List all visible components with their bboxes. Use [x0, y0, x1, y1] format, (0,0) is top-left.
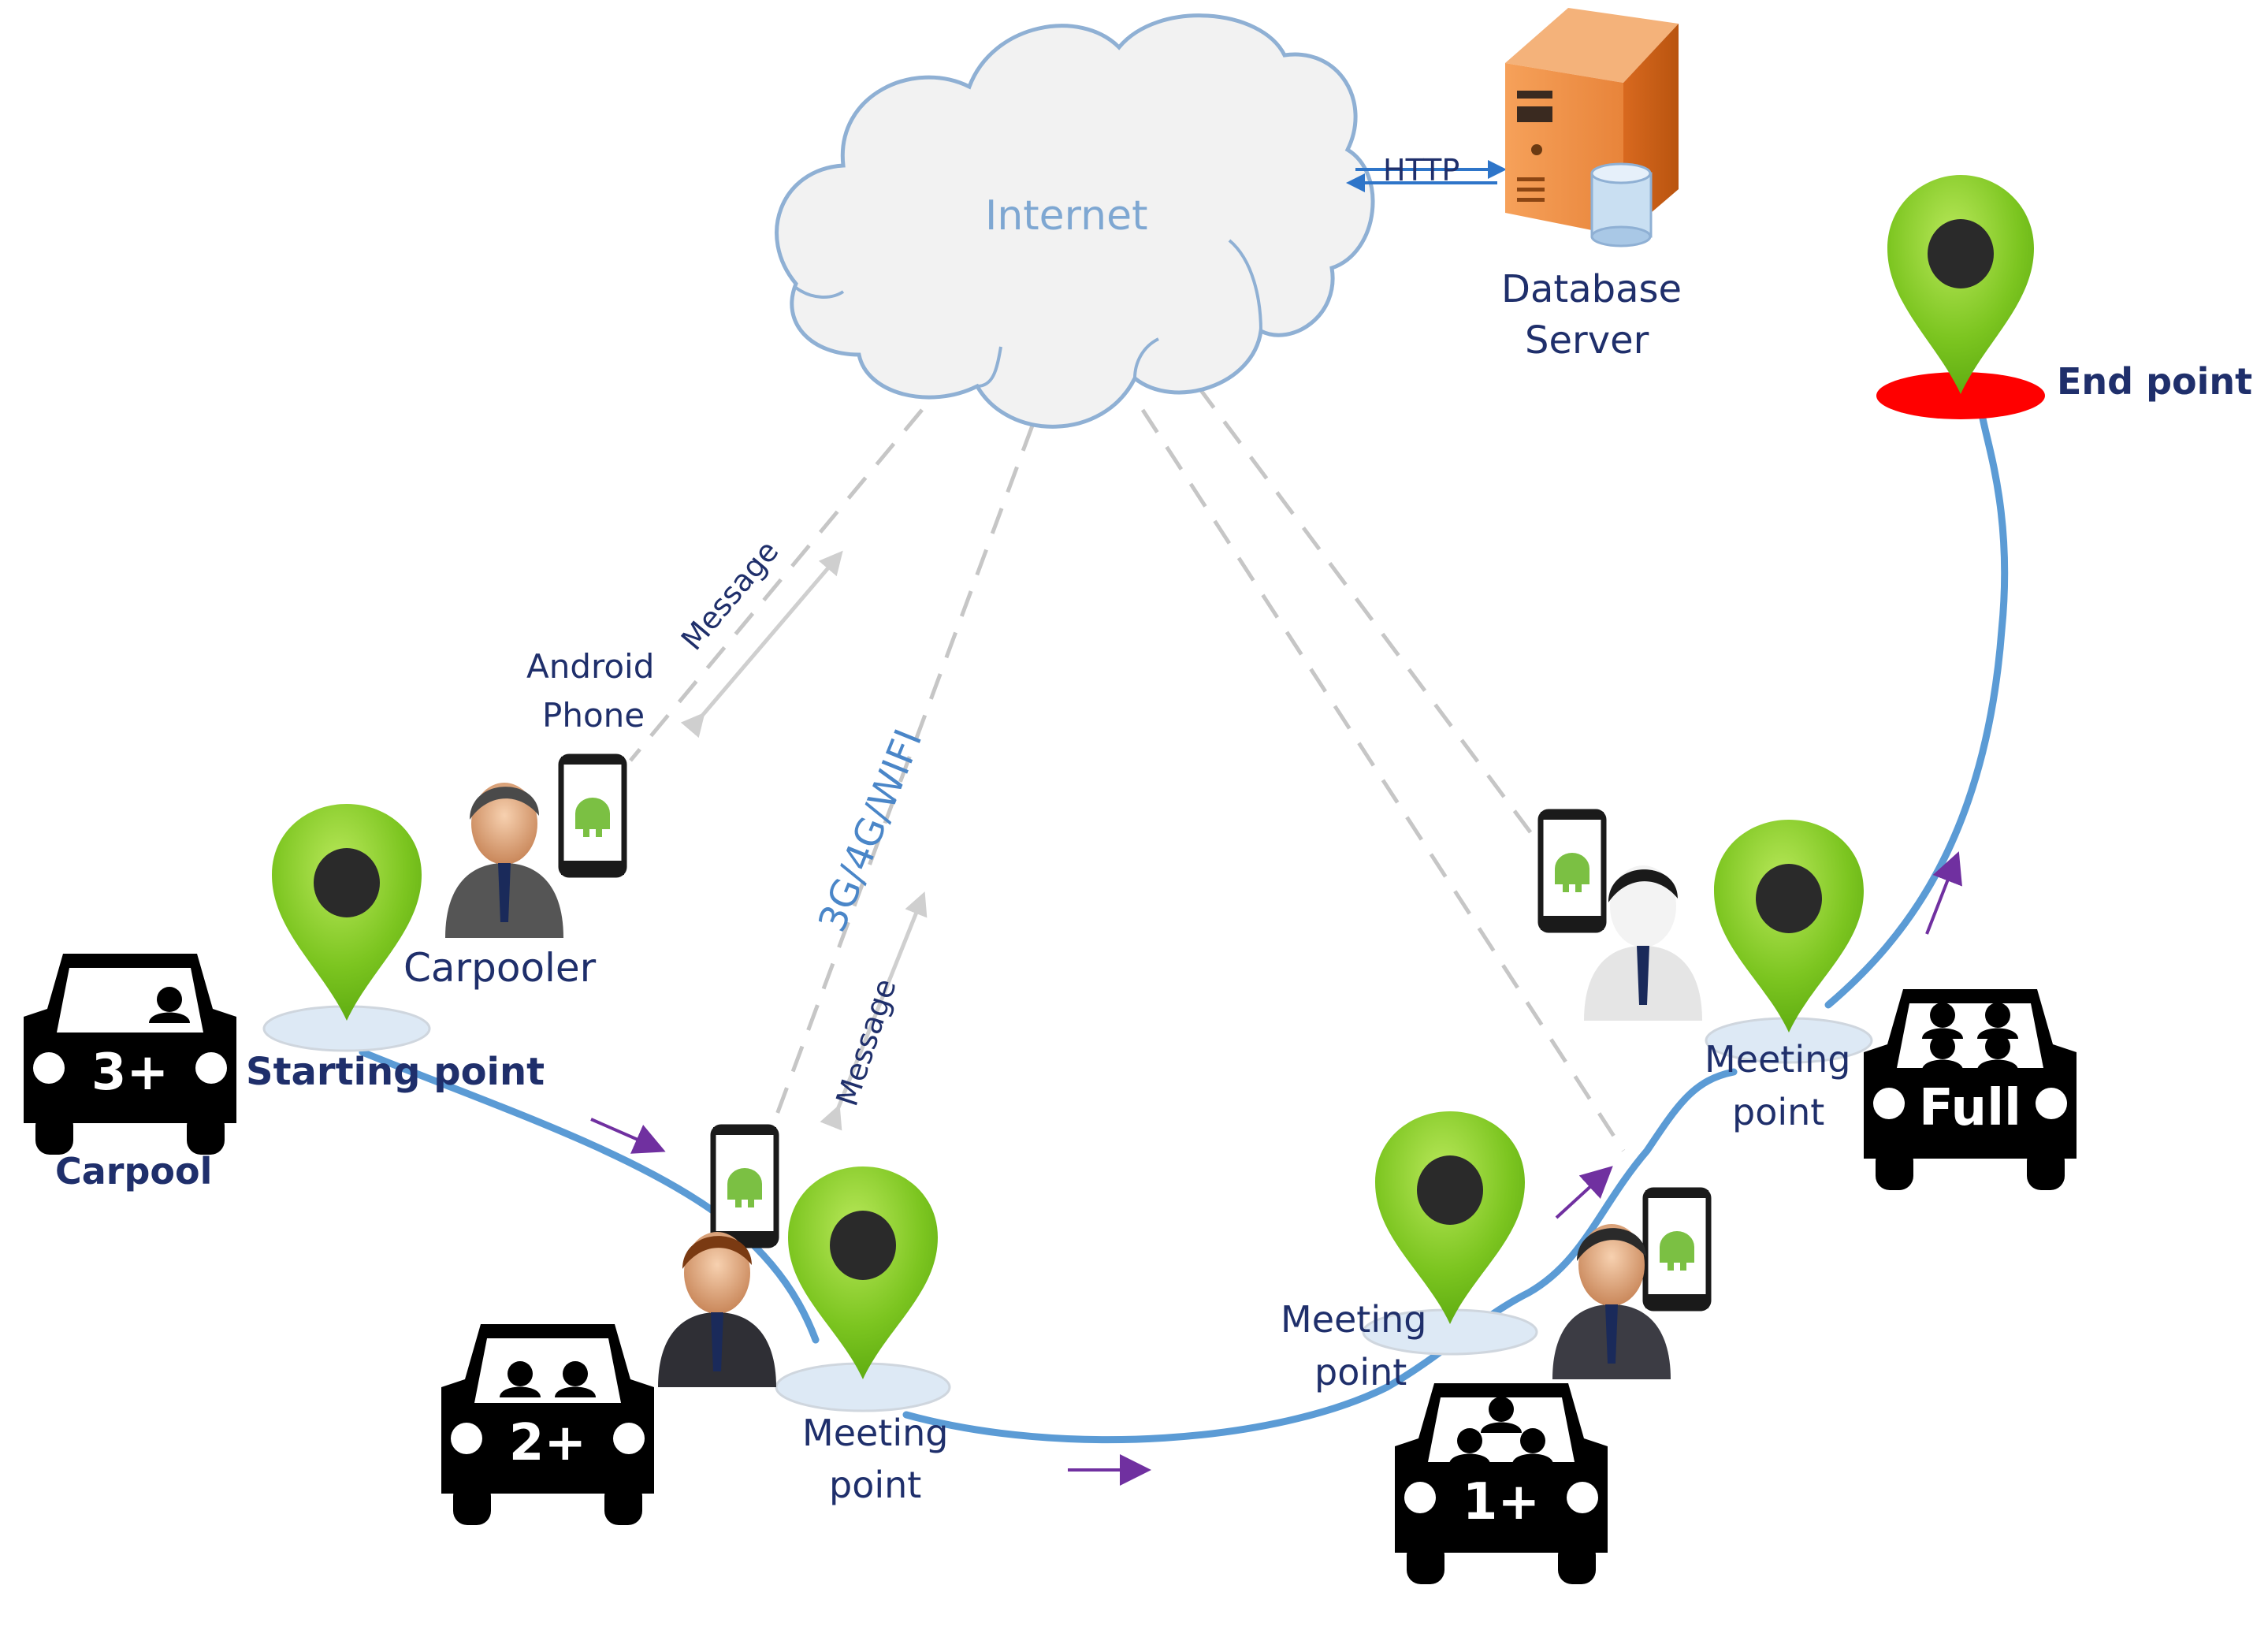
android-logo-icon: [1660, 1231, 1694, 1271]
meeting-point-2-line1: Meeting: [1281, 1298, 1427, 1341]
android-logo-icon: [727, 1168, 762, 1207]
carpool-label: Carpool: [55, 1150, 213, 1193]
occupant-icon: [1922, 1003, 1963, 1039]
android-phone-label-line1: Android: [526, 647, 655, 686]
meeting-point-3-line1: Meeting: [1705, 1038, 1851, 1081]
android-phone-icon: [1537, 809, 1607, 933]
direction-arrow-4: [1925, 851, 1962, 935]
carpooler-label: Carpooler: [403, 945, 597, 991]
meeting-point-3-line2: point: [1732, 1091, 1825, 1133]
end-point-label: End point: [2057, 360, 2253, 403]
meeting-point-2-line2: point: [1314, 1351, 1407, 1393]
carpooler-person-icon: [445, 783, 563, 938]
pin-end-point[interactable]: [1876, 175, 2045, 419]
passenger-person-icon: [1552, 1224, 1671, 1379]
car-icon: 2+: [441, 1324, 654, 1525]
android-logo-icon: [575, 798, 610, 837]
pin-meeting-point-1[interactable]: [775, 1166, 951, 1412]
direction-arrow-1: [590, 1118, 666, 1154]
people: [445, 783, 1702, 1387]
cars: 3+ 2+ 1+ Full: [24, 954, 2077, 1584]
message-arrow-1: [680, 550, 843, 739]
meeting-point-1-line2: point: [829, 1464, 922, 1506]
car-capacity-badge: 2+: [509, 1414, 586, 1472]
occupant-icon: [500, 1361, 541, 1397]
android-phone-label-line2: Phone: [542, 696, 645, 735]
passenger-person-icon: [1584, 865, 1702, 1021]
database-cylinder-icon: [1590, 162, 1653, 247]
android-phone-icon: [1642, 1187, 1712, 1312]
phones: [558, 753, 1712, 1312]
dashed-link-carpooler: [629, 408, 924, 762]
passenger-person-icon: [658, 1232, 776, 1387]
car-capacity-badge: 3+: [91, 1044, 169, 1102]
occupant-icon: [1481, 1397, 1522, 1433]
direction-arrow-3: [1555, 1166, 1613, 1219]
http-label: HTTP: [1383, 153, 1460, 188]
pin-starting-point[interactable]: [262, 804, 431, 1052]
occupant-icon: [1977, 1003, 2018, 1039]
pin-meeting-point-3[interactable]: [1705, 820, 1873, 1064]
occupant-icon: [1512, 1428, 1553, 1464]
server-label-line1: Database: [1501, 267, 1682, 311]
car-icon: Full: [1864, 989, 2077, 1190]
pin-meeting-point-2[interactable]: [1362, 1111, 1538, 1356]
internet-label: Internet: [985, 192, 1148, 240]
android-phone-icon: [710, 1124, 779, 1248]
server-icon: [1505, 8, 1679, 247]
android-logo-icon: [1555, 853, 1589, 892]
starting-point-label: Starting point: [246, 1050, 545, 1094]
occupant-icon: [1922, 1034, 1963, 1070]
dashed-links: [629, 385, 1626, 1152]
occupant-icon: [555, 1361, 596, 1397]
occupant-icon: [1449, 1428, 1490, 1464]
dashed-link-meeting-3: [1195, 385, 1547, 853]
car-capacity-badge: Full: [1919, 1079, 2021, 1137]
occupant-icon: [149, 987, 190, 1023]
dashed-link-meeting-1: [770, 425, 1035, 1128]
server-label-line2: Server: [1525, 318, 1649, 363]
car-icon: 1+: [1395, 1383, 1608, 1584]
cloud-icon: [775, 13, 1375, 429]
car-capacity-badge: 1+: [1463, 1473, 1540, 1531]
message-arrow-2: [820, 891, 928, 1131]
car-icon: 3+: [24, 954, 236, 1155]
occupant-icon: [1977, 1034, 2018, 1070]
meeting-point-1-line1: Meeting: [802, 1412, 949, 1454]
dashed-link-meeting-2: [1140, 408, 1626, 1152]
android-phone-icon: [558, 753, 627, 878]
